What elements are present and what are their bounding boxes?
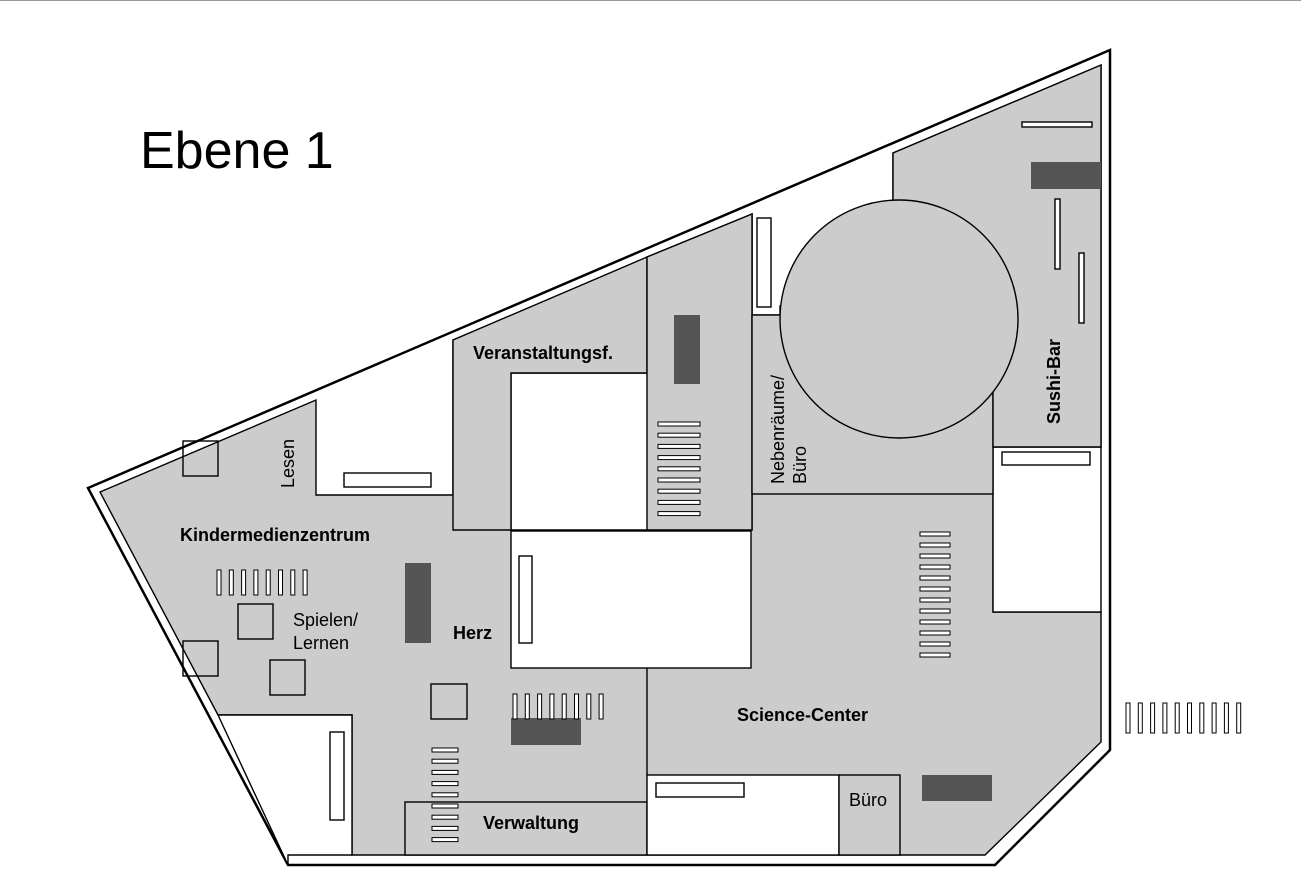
- stair-step-verwaltung: [431, 747, 459, 753]
- stair-step-outside: [1187, 702, 1192, 734]
- label-lesen: Lesen: [278, 439, 298, 488]
- stair-step-veranstaltung: [657, 511, 701, 517]
- stair-step-veranstaltung: [657, 455, 701, 461]
- stair-step-veranstaltung: [657, 421, 701, 427]
- stair-step-outside: [1223, 702, 1229, 734]
- table-5: [430, 683, 468, 720]
- stair-step-kinder: [290, 569, 296, 596]
- label-spielen: Spielen/: [293, 610, 358, 630]
- stair-step-verwaltung: [431, 814, 459, 820]
- stair-step-veranstaltung: [657, 499, 701, 505]
- stair-step-science: [919, 608, 951, 614]
- stairs-group: [216, 421, 1242, 843]
- stair-step-veranstaltung: [657, 432, 701, 438]
- stair-step-verwaltung: [431, 803, 459, 809]
- stair-step-verwaltung: [431, 758, 459, 764]
- stair-step-kinder: [265, 569, 271, 596]
- stair-step-herz: [549, 693, 555, 720]
- stair-step-herz: [512, 693, 518, 720]
- stair-step-science: [919, 597, 951, 603]
- table-3: [182, 640, 219, 677]
- stair-step-herz: [524, 693, 530, 720]
- stair-step-kinder: [241, 569, 247, 596]
- label-kindermedienzentrum: Kindermedienzentrum: [180, 525, 370, 545]
- furniture-dark-2: [405, 563, 431, 643]
- room-buero: [838, 774, 901, 856]
- label-herz: Herz: [453, 623, 492, 643]
- label-buero: Büro: [849, 790, 887, 810]
- stair-step-outside: [1174, 702, 1180, 734]
- top-divider: [0, 0, 1301, 1]
- stair-step-outside: [1137, 702, 1143, 734]
- stair-step-kinder: [253, 569, 259, 596]
- stair-step-veranstaltung: [657, 488, 701, 494]
- stair-step-science: [919, 564, 951, 570]
- stair-step-herz: [598, 693, 604, 720]
- label-nebenraeume: Nebenräume/: [768, 375, 788, 484]
- stair-step-verwaltung: [431, 792, 459, 798]
- shelf-7: [518, 555, 533, 644]
- stair-step-kinder: [216, 569, 222, 596]
- stair-step-science: [919, 586, 951, 592]
- label-nebenraeume-buero: Büro: [790, 446, 810, 484]
- stair-step-verwaltung: [431, 769, 459, 775]
- stair-step-herz: [561, 693, 567, 720]
- label-sushi-bar: Sushi-Bar: [1044, 339, 1064, 424]
- label-veranstaltung: Veranstaltungsf.: [473, 343, 613, 363]
- stair-step-outside: [1199, 702, 1205, 734]
- stair-step-veranstaltung: [657, 477, 701, 483]
- shelf-9: [655, 782, 745, 798]
- stair-step-herz: [586, 693, 592, 720]
- atrium-void: [510, 530, 752, 669]
- shelf-2: [756, 217, 772, 308]
- furniture-dark-3: [511, 718, 581, 745]
- shelf-6: [1001, 451, 1091, 466]
- stair-step-herz: [574, 693, 579, 720]
- shelf-1: [343, 472, 432, 488]
- stair-step-science: [919, 652, 951, 658]
- stair-step-kinder: [302, 569, 308, 596]
- stair-step-herz: [537, 693, 543, 720]
- furniture-dark-5: [1031, 162, 1101, 189]
- round-hall: [779, 199, 1019, 439]
- furniture-dark-4: [922, 775, 992, 801]
- table-2: [237, 603, 274, 640]
- stair-step-outside: [1211, 702, 1217, 734]
- stair-step-science: [919, 630, 951, 636]
- shelf-4: [1054, 198, 1061, 270]
- stair-step-science: [919, 553, 951, 559]
- furniture-dark-1: [674, 315, 700, 384]
- label-lernen: Lernen: [293, 633, 349, 653]
- stair-step-outside: [1162, 702, 1168, 734]
- shelf-8: [329, 731, 345, 821]
- shelf-5: [1078, 252, 1085, 324]
- stair-step-science: [919, 531, 951, 537]
- southwest-void: [216, 714, 353, 866]
- stair-step-verwaltung: [431, 837, 459, 843]
- stair-step-verwaltung: [431, 781, 459, 787]
- east-void: [992, 446, 1102, 613]
- table-1: [182, 440, 219, 477]
- stair-step-kinder: [278, 569, 283, 596]
- stair-step-verwaltung: [431, 825, 459, 831]
- stair-step-science: [919, 619, 951, 625]
- stair-step-science: [919, 575, 951, 581]
- stair-step-outside: [1236, 702, 1242, 734]
- stair-step-outside: [1125, 702, 1131, 734]
- map-title: Ebene 1: [140, 122, 334, 180]
- label-verwaltung: Verwaltung: [483, 813, 579, 833]
- stair-step-science: [919, 641, 951, 647]
- stair-step-veranstaltung: [657, 466, 701, 472]
- stair-step-science: [919, 542, 951, 548]
- stair-step-veranstaltung: [657, 443, 701, 449]
- stair-step-outside: [1150, 702, 1156, 734]
- table-4: [269, 659, 306, 696]
- shelf-3: [1021, 121, 1093, 128]
- label-science-center: Science-Center: [737, 705, 868, 725]
- stair-step-kinder: [228, 569, 234, 596]
